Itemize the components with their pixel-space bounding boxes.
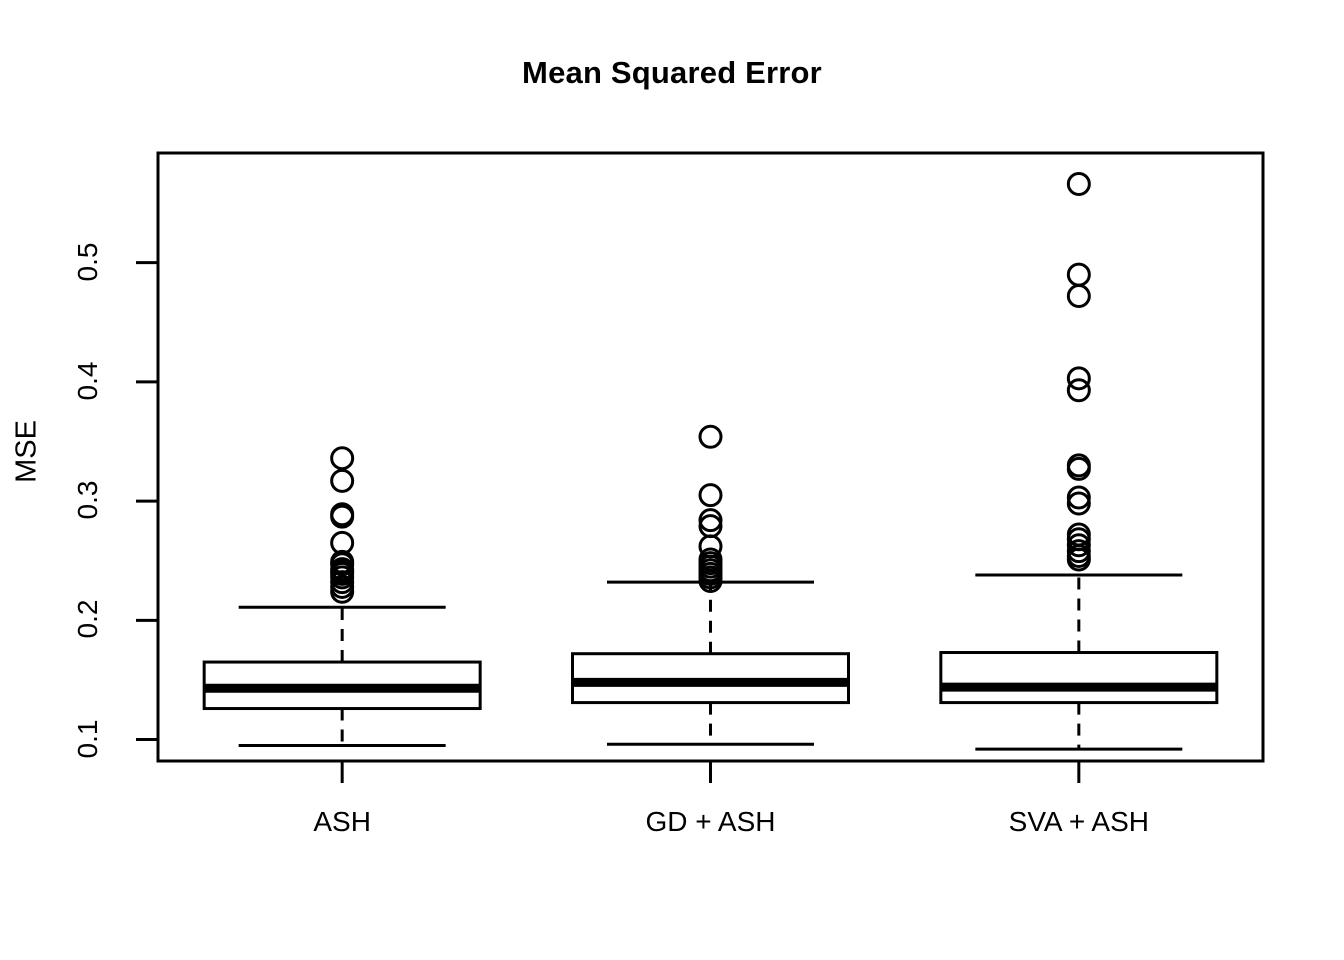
y-tick-label: 0.2 (72, 599, 103, 639)
axis-ticks (136, 261, 1081, 783)
outlier-point (330, 446, 355, 471)
outlier-point (330, 504, 355, 529)
y-tick-label: 0.1 (72, 719, 103, 758)
box-series (202, 171, 1219, 751)
outlier-point (1066, 284, 1091, 309)
outlier-point (698, 508, 723, 533)
outlier-point (698, 424, 723, 449)
y-tick-label: 0.5 (72, 242, 103, 282)
outlier-point (1066, 366, 1091, 391)
category-label: SVA + ASH (1008, 806, 1149, 837)
chart-title: Mean Squared Error (522, 55, 822, 90)
outlier-point (698, 568, 723, 593)
outlier-point (1066, 491, 1091, 516)
category-label: ASH (313, 806, 371, 837)
outlier-point (1066, 485, 1091, 510)
outlier-point (1066, 533, 1091, 558)
boxplot-1 (202, 446, 482, 748)
outlier-point (1066, 456, 1091, 481)
outlier-point (1066, 547, 1091, 572)
y-tick-label: 0.3 (72, 480, 103, 520)
boxplot-2 (571, 424, 850, 746)
boxplot-3 (939, 171, 1219, 751)
outlier-point (330, 579, 355, 604)
outlier-point (330, 468, 355, 493)
outlier-point (1066, 378, 1091, 403)
box-iqr (939, 651, 1219, 705)
category-label: GD + ASH (645, 806, 776, 837)
outlier-point (698, 483, 723, 508)
outlier-point (1066, 171, 1091, 196)
y-tick-label: 0.4 (72, 361, 103, 401)
outlier-point (1066, 262, 1091, 287)
